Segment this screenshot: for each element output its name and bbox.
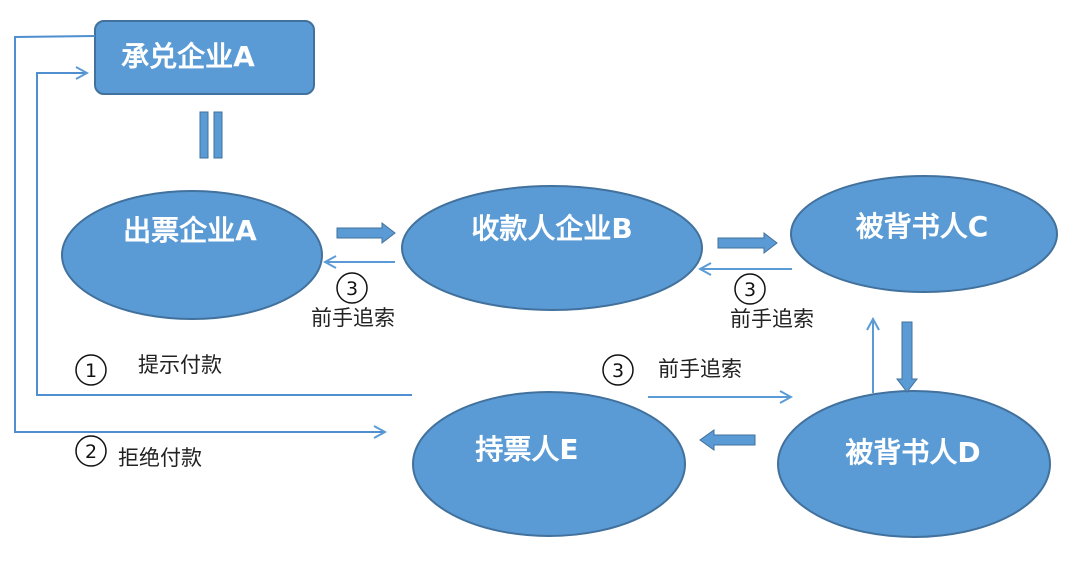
acceptor-node: 承兑企业A	[94, 20, 315, 95]
step-marker-recourse-c-to-b: 3	[734, 273, 766, 305]
holder-node: 持票人E	[412, 391, 686, 537]
recourse-label-b-to-a: 前手追索	[311, 306, 395, 330]
step-number: 3	[612, 360, 624, 382]
equivalence-bars	[199, 111, 223, 159]
acceptor-label: 承兑企业A	[121, 40, 255, 73]
drawer-node: 出票企业A	[61, 190, 323, 320]
recourse-label-c-to-b: 前手追索	[730, 307, 814, 331]
step-number: 3	[346, 278, 358, 300]
block-arrow-drawer-to-payee	[336, 221, 396, 245]
step-marker-recourse-e-to-c: 3	[602, 354, 634, 386]
present-payment-label: 提示付款	[138, 353, 222, 377]
present-payment-connector	[36, 73, 412, 396]
endorsee-c-node: 被背书人C	[790, 175, 1058, 293]
refuse-payment-label: 拒绝付款	[118, 446, 202, 470]
holder-label: 持票人E	[475, 433, 578, 466]
endorsee-c-label: 被背书人C	[856, 210, 989, 243]
step-marker-present-payment: 1	[75, 354, 107, 386]
recourse-label-e-to-c: 前手追索	[658, 357, 742, 381]
step-marker-refuse-payment: 2	[75, 435, 107, 467]
block-arrow-d-to-holder	[699, 429, 756, 451]
step-number: 3	[744, 279, 756, 301]
step-marker-recourse-b-to-a: 3	[336, 272, 368, 304]
payee-label: 收款人企业B	[471, 212, 632, 245]
refuse-payment-connector	[14, 35, 384, 432]
payee-node: 收款人企业B	[401, 185, 703, 311]
block-arrow-payee-to-c	[717, 231, 778, 255]
block-arrow-c-to-d	[895, 321, 919, 393]
step-number: 1	[85, 360, 97, 382]
endorsee-d-node: 被背书人D	[777, 390, 1051, 538]
step-number: 2	[85, 441, 97, 463]
endorsee-d-label: 被背书人D	[845, 436, 980, 469]
drawer-label: 出票企业A	[123, 214, 257, 247]
